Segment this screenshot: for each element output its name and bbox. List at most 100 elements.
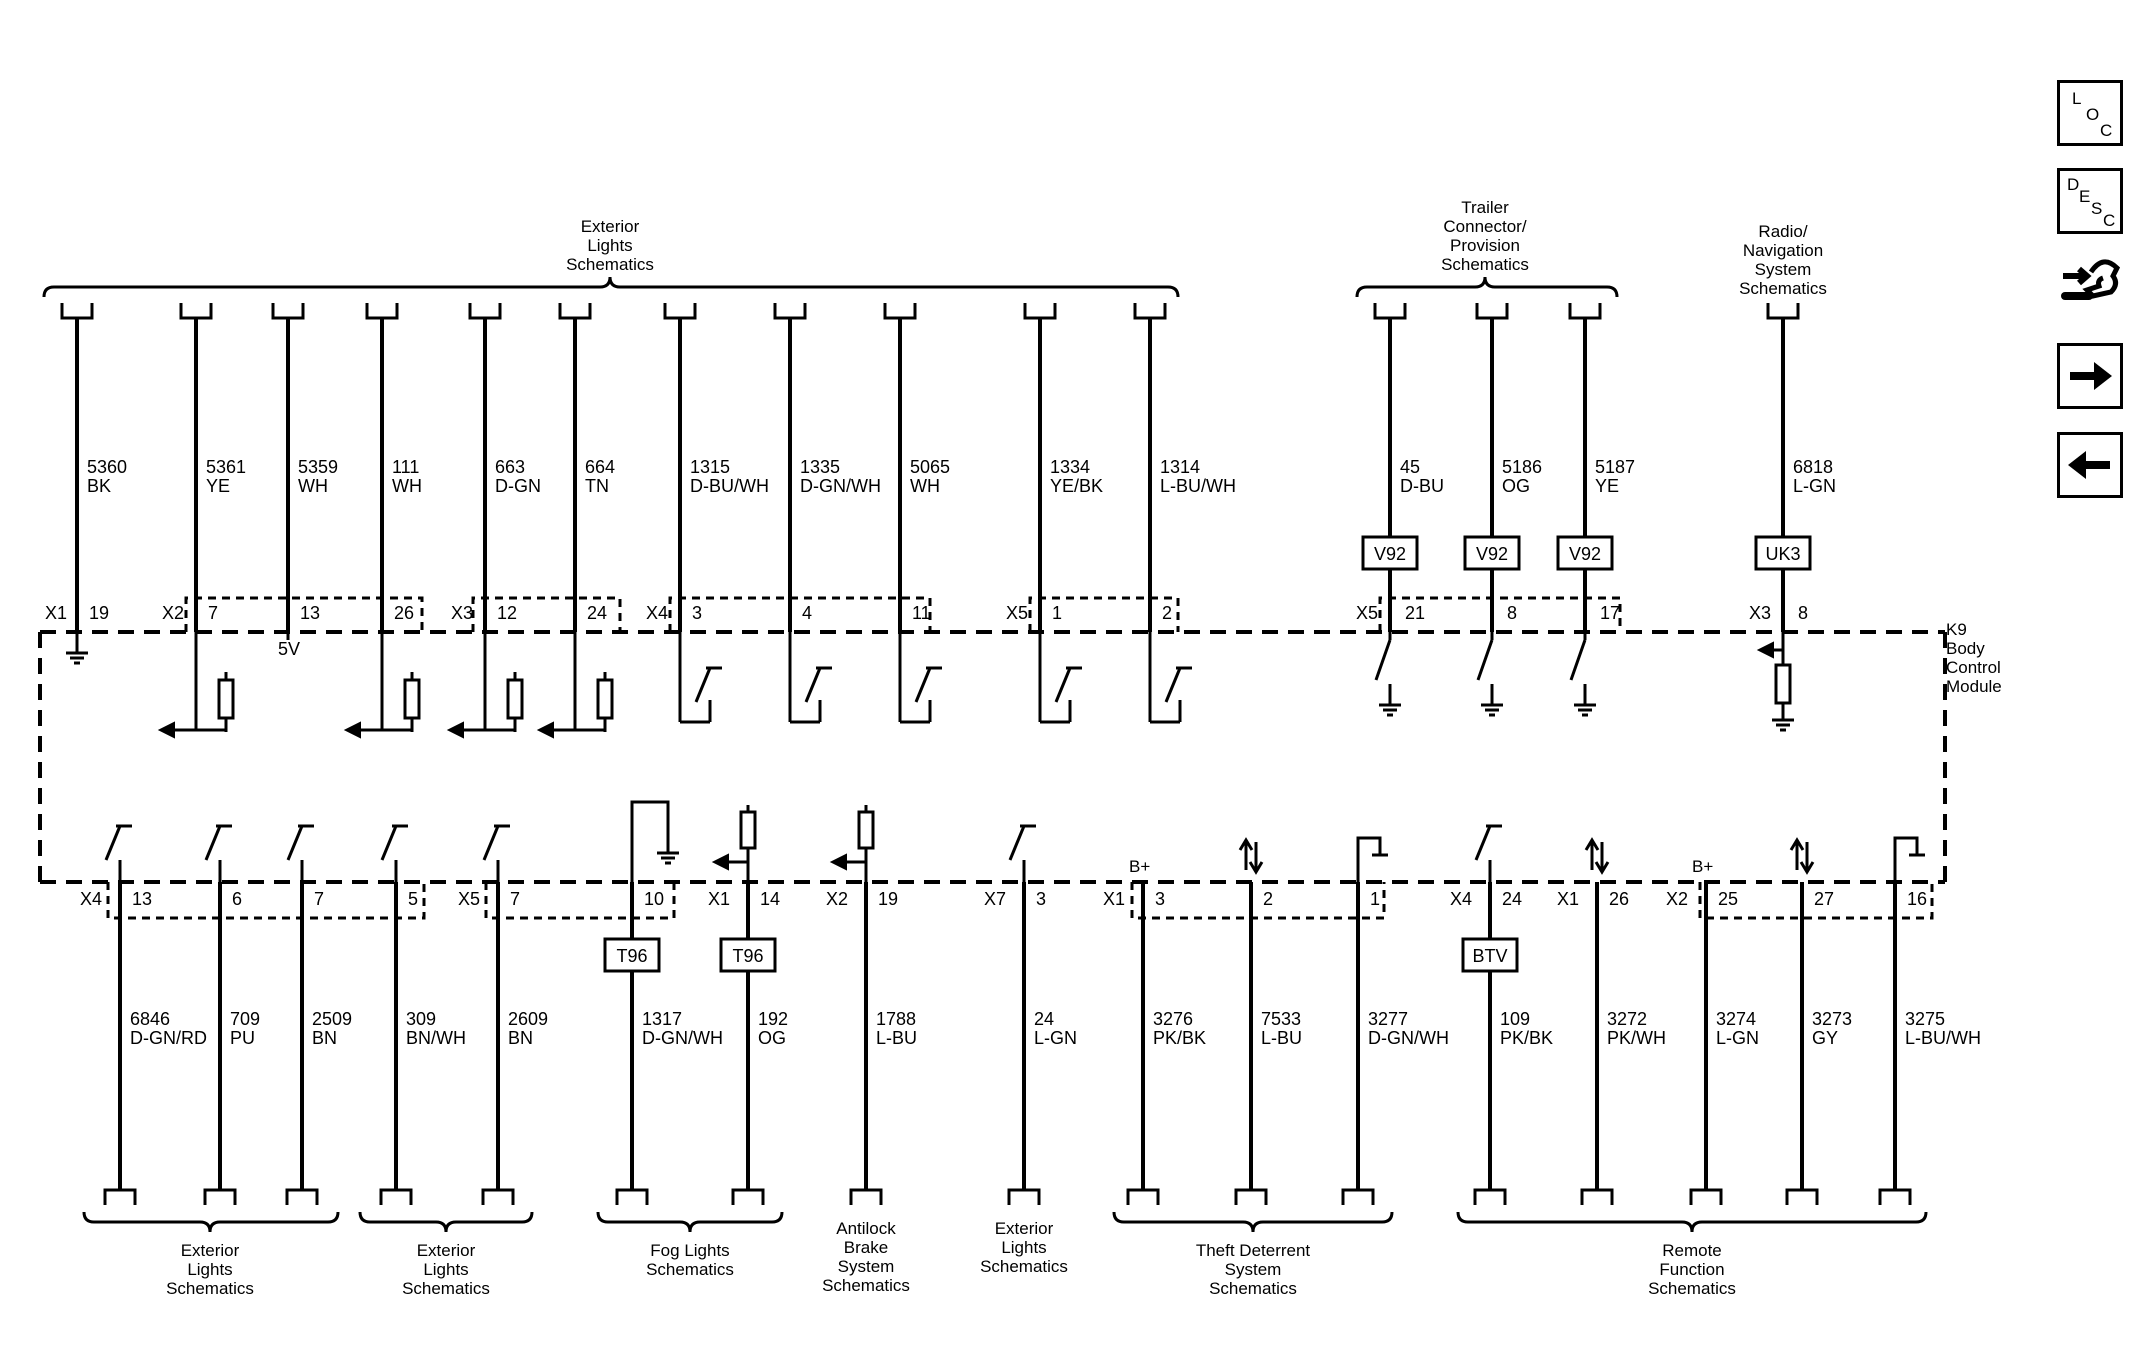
connector-symbol	[663, 303, 697, 320]
desc-letter-c: C	[2103, 211, 2116, 230]
pin-number: 3	[1036, 889, 1046, 909]
pin-number: 14	[760, 889, 780, 909]
wire-color: PU	[230, 1028, 255, 1048]
connector-symbol	[1234, 1188, 1268, 1205]
connector-symbol	[179, 303, 213, 320]
wire-color: BN	[312, 1028, 337, 1048]
connector-id: X1	[1557, 889, 1579, 909]
top-group-label: Provision	[1450, 236, 1520, 255]
option-box	[719, 937, 777, 973]
option-label: BTV	[1472, 946, 1507, 966]
connector-dashed-box	[1130, 882, 1386, 920]
bidirectional-icon	[1789, 837, 1805, 851]
pin-number: 26	[1609, 889, 1629, 909]
connector-symbol	[731, 1188, 765, 1205]
pin-number: 6	[232, 889, 242, 909]
circuit-number: 192	[758, 1009, 788, 1029]
pin-number: 4	[802, 603, 812, 623]
wire-color: BN/WH	[406, 1028, 466, 1048]
circuit-number: 6818	[1793, 457, 1833, 477]
loc-letter-o: O	[2086, 105, 2100, 124]
connector-dashed-box	[484, 882, 676, 920]
pin-number: 7	[314, 889, 324, 909]
bracket	[42, 276, 1180, 298]
connector-symbol	[1473, 1188, 1507, 1205]
connector-symbol	[1023, 303, 1057, 320]
option-label: T96	[616, 946, 647, 966]
bracket	[358, 1211, 534, 1233]
circuit-number: 45	[1400, 457, 1420, 477]
bracket	[1456, 1211, 1928, 1233]
connector-id: X5	[1006, 603, 1028, 623]
wire-color: TN	[585, 476, 609, 496]
tools-icon[interactable]	[2057, 250, 2123, 316]
resistor-icon	[596, 678, 614, 720]
wire	[630, 800, 670, 882]
bottom-group-label: Theft Deterrent	[1196, 1241, 1311, 1260]
wire-color: D-GN/WH	[1368, 1028, 1449, 1048]
connector-symbol	[365, 303, 399, 320]
wire-color: D-BU	[1400, 476, 1444, 496]
module-id: K9	[1946, 620, 1967, 639]
wire-color: GY	[1812, 1028, 1838, 1048]
circuit-number: 1788	[876, 1009, 916, 1029]
wire-color: L-GN	[1793, 476, 1836, 496]
wire-color: D-GN/WH	[642, 1028, 723, 1048]
connector-symbol	[203, 1188, 237, 1205]
circuit-number: 111	[392, 457, 419, 477]
wire-color: YE	[1595, 476, 1619, 496]
circuit-number: 663	[495, 457, 525, 477]
top-group-label: Exterior	[581, 217, 640, 236]
pin-number: 12	[497, 603, 517, 623]
pin-number: 19	[89, 603, 109, 623]
bottom-group-label: Schematics	[166, 1279, 254, 1298]
wire-color: L-BU/WH	[1160, 476, 1236, 496]
connector-symbol	[1766, 303, 1800, 320]
switch-icon	[1569, 639, 1587, 681]
connector-symbol	[558, 303, 592, 320]
connector-symbol	[60, 303, 94, 320]
wire-color: BN	[508, 1028, 533, 1048]
bottom-group-label: Schematics	[646, 1260, 734, 1279]
connector-symbol	[271, 303, 305, 320]
wire-color: OG	[758, 1028, 786, 1048]
connector-dashed-box	[1698, 882, 1934, 920]
arrow-right-icon	[2070, 362, 2112, 390]
desc-button[interactable]: D E S C	[2057, 168, 2123, 234]
switch-icon	[694, 667, 712, 703]
connector-symbol	[103, 1188, 137, 1205]
connector-id: X1	[45, 603, 67, 623]
circuit-number: 3276	[1153, 1009, 1193, 1029]
switch-icon	[1374, 639, 1392, 681]
circuit-number: 5360	[87, 457, 127, 477]
back-button[interactable]	[2057, 432, 2123, 498]
arrow-left-icon	[1756, 641, 1774, 659]
wire-color: D-GN	[495, 476, 541, 496]
module-name: Body	[1946, 639, 1985, 658]
bracket	[596, 1211, 784, 1233]
wire-color: WH	[298, 476, 328, 496]
option-box	[1361, 535, 1419, 571]
pin-number: 24	[1502, 889, 1522, 909]
bottom-group-label: Schematics	[402, 1279, 490, 1298]
circuit-number: 1317	[642, 1009, 682, 1029]
resistor-icon	[217, 678, 235, 720]
wire-color: L-BU/WH	[1905, 1028, 1981, 1048]
wire-color: YE	[206, 476, 230, 496]
bottom-group-label: Lights	[423, 1260, 468, 1279]
circuit-number: 1334	[1050, 457, 1090, 477]
circuit-number: 5186	[1502, 457, 1542, 477]
top-group-label: Schematics	[1739, 279, 1827, 298]
circuit-number: 709	[230, 1009, 260, 1029]
wire-color: PK/BK	[1500, 1028, 1553, 1048]
pin-number: 2	[1263, 889, 1273, 909]
loc-button[interactable]: L O C	[2057, 80, 2123, 146]
connector-id: X7	[984, 889, 1006, 909]
wire-color: WH	[910, 476, 940, 496]
next-button[interactable]	[2057, 343, 2123, 409]
connector-symbol	[1341, 1188, 1375, 1205]
pin-number: 8	[1507, 603, 1517, 623]
top-group-label: Connector/	[1443, 217, 1526, 236]
connector-symbol	[773, 303, 807, 320]
switch-icon	[1164, 667, 1182, 703]
